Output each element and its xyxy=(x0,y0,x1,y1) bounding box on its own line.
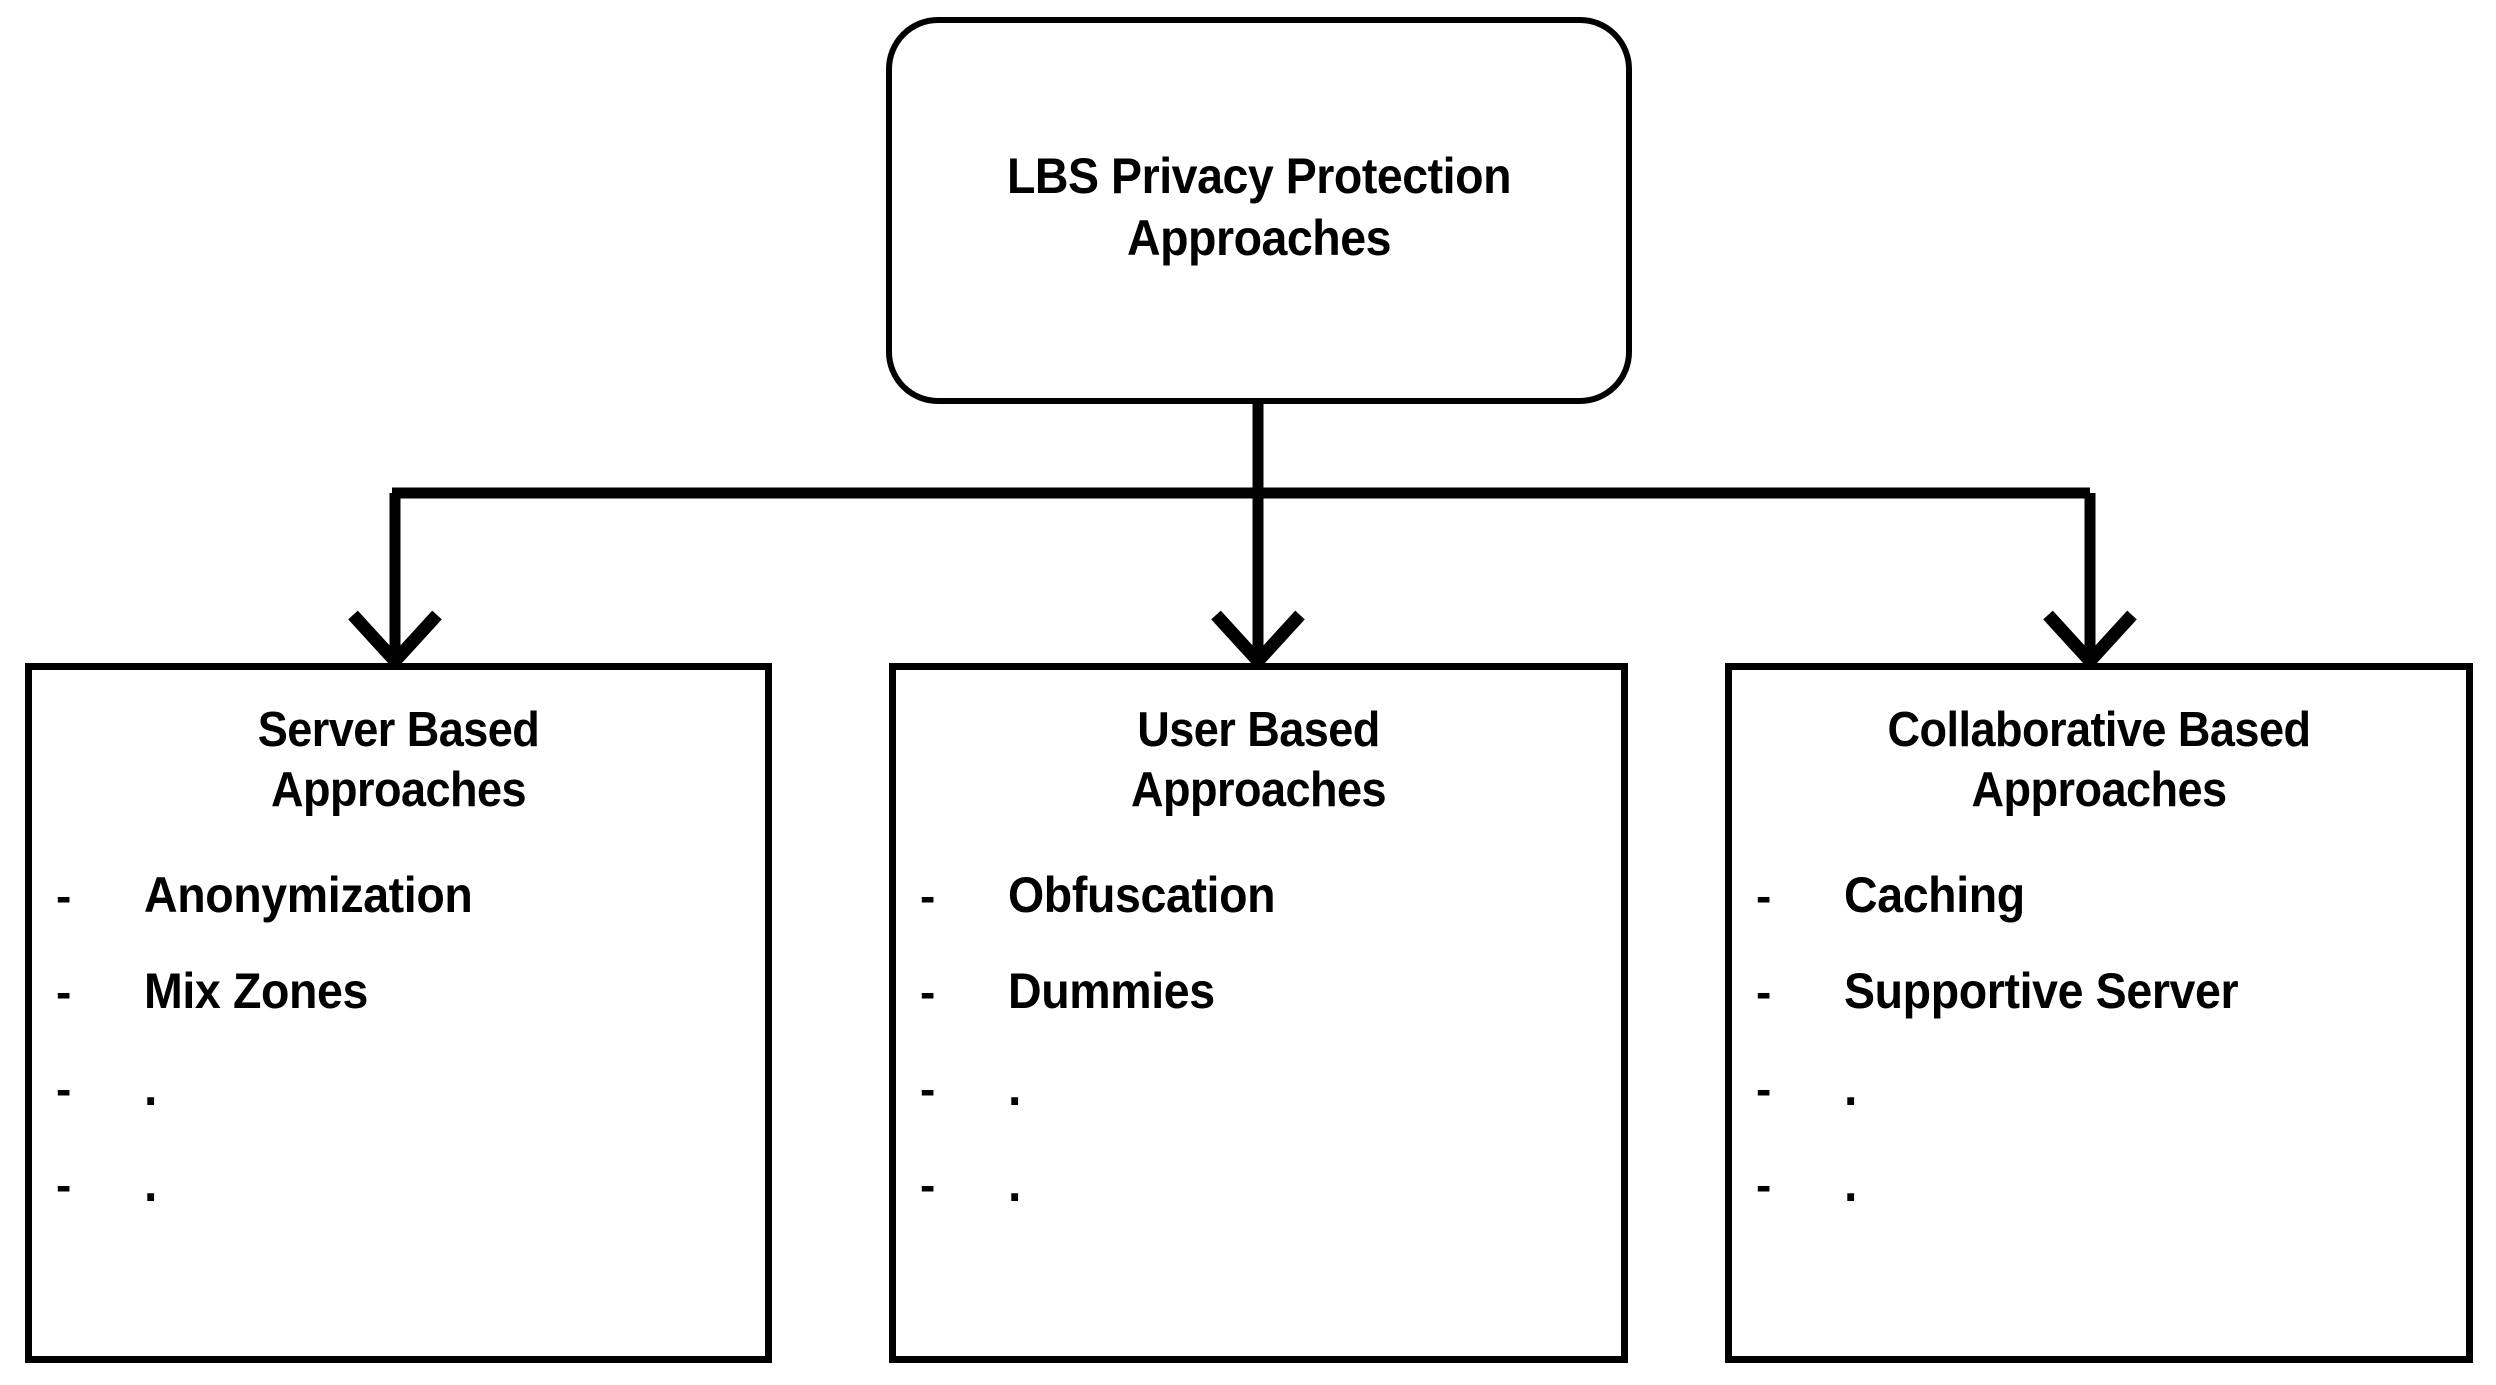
dash-marker-icon: - xyxy=(56,1159,72,1211)
bullet-list: - Obfuscation - Dummies - . - . xyxy=(896,870,1621,1254)
list-item-label: . xyxy=(1008,1059,1022,1117)
dash-marker-icon: - xyxy=(1756,966,1772,1018)
list-item-label: . xyxy=(1844,1155,1858,1213)
child-node-title: User Based Approaches xyxy=(1130,703,1387,817)
child-node-title: Server Based Approaches xyxy=(257,703,540,817)
list-item[interactable]: - . xyxy=(32,1062,765,1158)
root-node[interactable]: LBS Privacy Protection Approaches xyxy=(886,17,1632,404)
arrowhead-middle-icon xyxy=(1211,610,1305,671)
list-item[interactable]: - . xyxy=(896,1158,1621,1254)
list-item[interactable]: - . xyxy=(1732,1158,2466,1254)
bullet-list: - Caching - Supportive Server - . - . xyxy=(1732,870,2466,1254)
dash-marker-icon: - xyxy=(920,1063,936,1115)
list-item[interactable]: - Caching xyxy=(1732,870,2466,966)
child-node-collaborative-based[interactable]: Collaborative Based Approaches - Caching… xyxy=(1725,663,2473,1363)
dash-marker-icon: - xyxy=(1756,870,1772,922)
list-item[interactable]: - . xyxy=(896,1062,1621,1158)
dash-marker-icon: - xyxy=(920,1159,936,1211)
arrowhead-left-icon xyxy=(348,610,442,671)
list-item-label: . xyxy=(144,1059,158,1117)
dash-marker-icon: - xyxy=(920,966,936,1018)
list-item[interactable]: - Supportive Server xyxy=(1732,966,2466,1062)
list-item[interactable]: - Obfuscation xyxy=(896,870,1621,966)
list-item[interactable]: - . xyxy=(32,1158,765,1254)
dash-marker-icon: - xyxy=(56,966,72,1018)
list-item-label: Anonymization xyxy=(144,867,473,923)
list-item[interactable]: - Anonymization xyxy=(32,870,765,966)
child-node-server-based[interactable]: Server Based Approaches - Anonymization … xyxy=(25,663,772,1363)
root-node-title: LBS Privacy Protection Approaches xyxy=(1006,147,1512,266)
list-item[interactable]: - Mix Zones xyxy=(32,966,765,1062)
list-item-label: . xyxy=(1008,1155,1022,1213)
list-item-label: Dummies xyxy=(1008,963,1215,1019)
dash-marker-icon: - xyxy=(56,1063,72,1115)
dash-marker-icon: - xyxy=(1756,1159,1772,1211)
list-item-label: . xyxy=(1844,1059,1858,1117)
dash-marker-icon: - xyxy=(1756,1063,1772,1115)
dash-marker-icon: - xyxy=(920,870,936,922)
list-item-label: Supportive Server xyxy=(1844,963,2239,1019)
list-item-label: . xyxy=(144,1155,158,1213)
bullet-list: - Anonymization - Mix Zones - . - . xyxy=(32,870,765,1254)
list-item-label: Mix Zones xyxy=(144,963,369,1019)
list-item-label: Caching xyxy=(1844,867,2025,923)
dash-marker-icon: - xyxy=(56,870,72,922)
list-item[interactable]: - Dummies xyxy=(896,966,1621,1062)
arrowhead-right-icon xyxy=(2043,610,2137,671)
list-item[interactable]: - . xyxy=(1732,1062,2466,1158)
child-node-user-based[interactable]: User Based Approaches - Obfuscation - Du… xyxy=(889,663,1628,1363)
list-item-label: Obfuscation xyxy=(1008,867,1276,923)
child-node-title: Collaborative Based Approaches xyxy=(1887,703,2311,817)
